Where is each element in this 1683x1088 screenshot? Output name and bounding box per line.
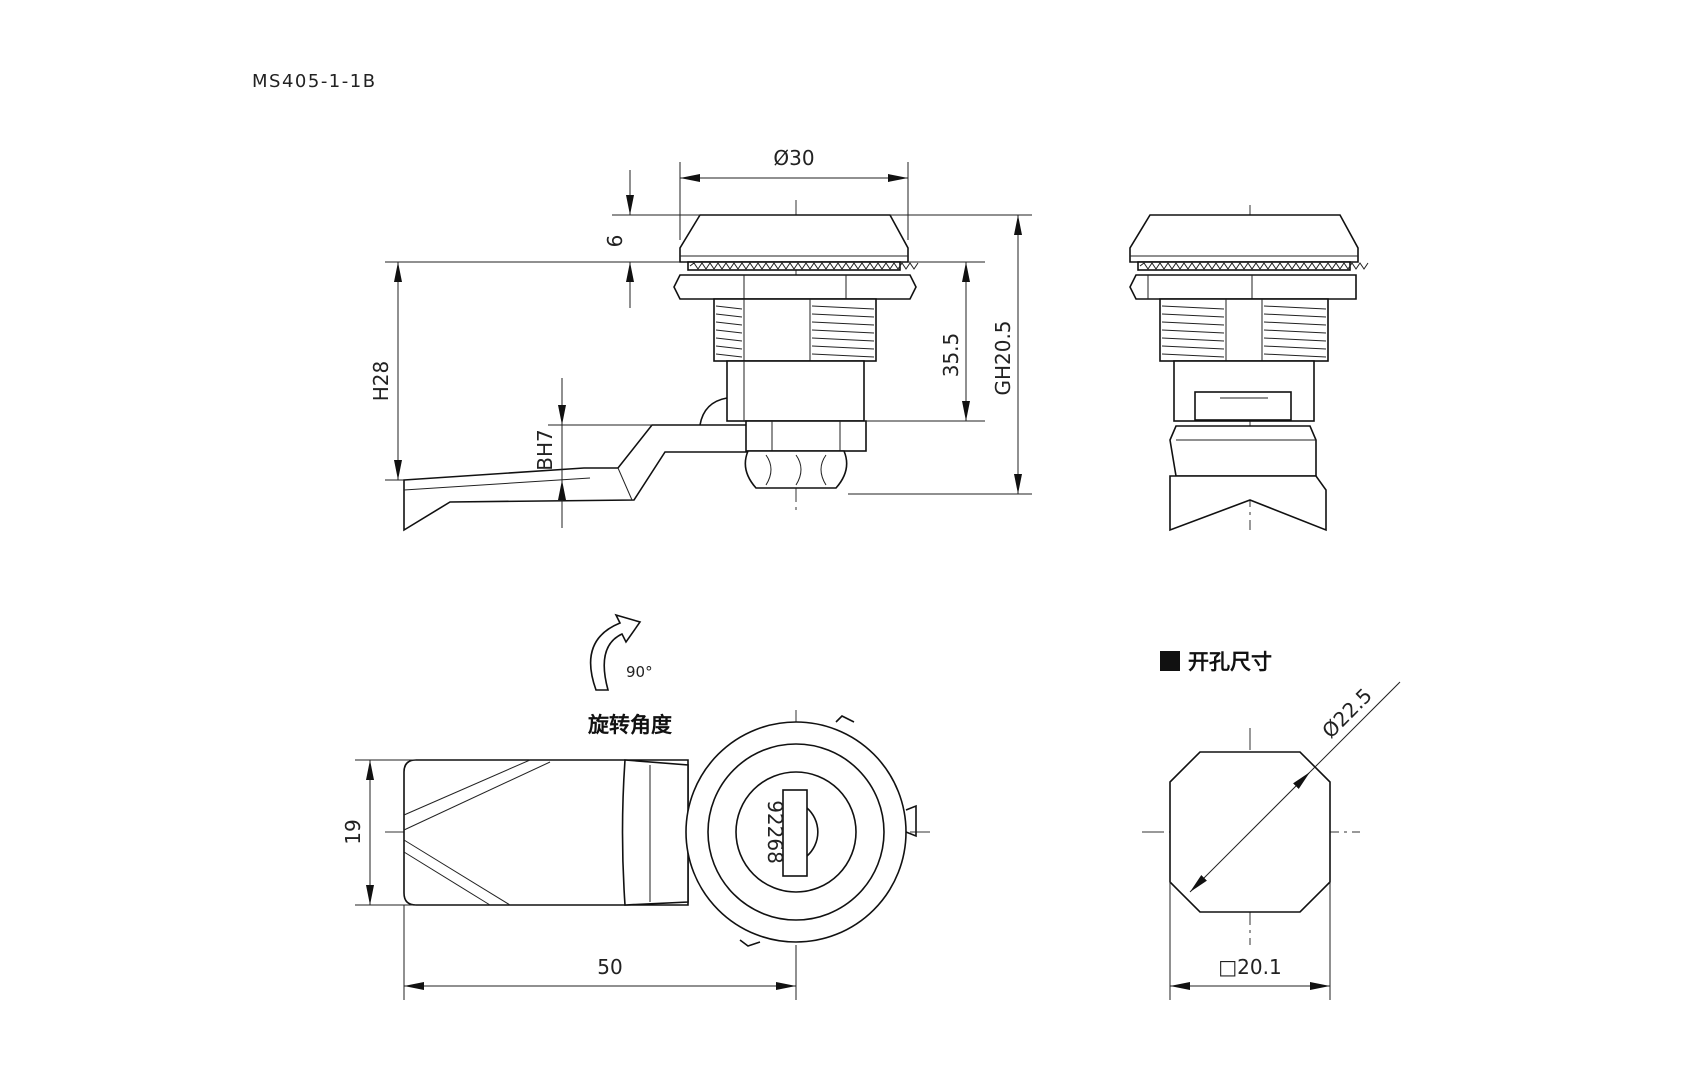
side-threaded-body <box>1159 298 1329 362</box>
cam-lever <box>403 424 751 532</box>
dim-dia30: Ø30 <box>773 146 814 170</box>
dim-50: 50 <box>597 955 622 979</box>
side-hex-nut <box>1129 274 1357 300</box>
side-cam-lever <box>1169 475 1327 532</box>
side-lock-head <box>1129 214 1359 263</box>
key-code-text: 92268 <box>763 800 787 864</box>
dim-bh7: BH7 <box>533 429 557 470</box>
rotation-angle: 90° <box>626 663 653 681</box>
dim-gh20-5: GH20.5 <box>991 320 1015 395</box>
dim-35-5: 35.5 <box>939 333 963 378</box>
rotation-arrow-icon <box>589 613 642 691</box>
dim-19: 19 <box>341 819 365 844</box>
square-bullet-icon <box>1160 651 1180 671</box>
lock-head <box>679 214 909 263</box>
top-view: 92268 19 50 90° 旋转角度 <box>341 613 930 1000</box>
lock-cylinder <box>726 360 865 422</box>
side-view <box>1129 205 1369 532</box>
side-cam-nut <box>1169 425 1317 477</box>
drawing-title: MS405-1-1B <box>252 71 377 92</box>
top-lever-neck <box>621 759 689 906</box>
dim-sq20-1: □20.1 <box>1218 955 1281 979</box>
side-latch <box>1194 391 1292 421</box>
dim-h28: H28 <box>369 361 393 402</box>
top-inner-ring <box>707 743 885 921</box>
dim-6: 6 <box>603 235 627 248</box>
hex-nut <box>673 274 917 300</box>
front-view: Ø30 6 H28 BH7 35.5 GH20.5 <box>369 146 1032 532</box>
cam-screw <box>744 450 848 489</box>
cam-nut <box>745 420 867 452</box>
cutout-caption: 开孔尺寸 <box>1188 650 1272 674</box>
cutout-view: 开孔尺寸 Ø22.5 □20.1 <box>1142 650 1401 1000</box>
dim-dia22-5: Ø22.5 <box>1317 683 1377 743</box>
rotation-caption: 旋转角度 <box>587 713 672 737</box>
key-slot <box>782 789 808 877</box>
